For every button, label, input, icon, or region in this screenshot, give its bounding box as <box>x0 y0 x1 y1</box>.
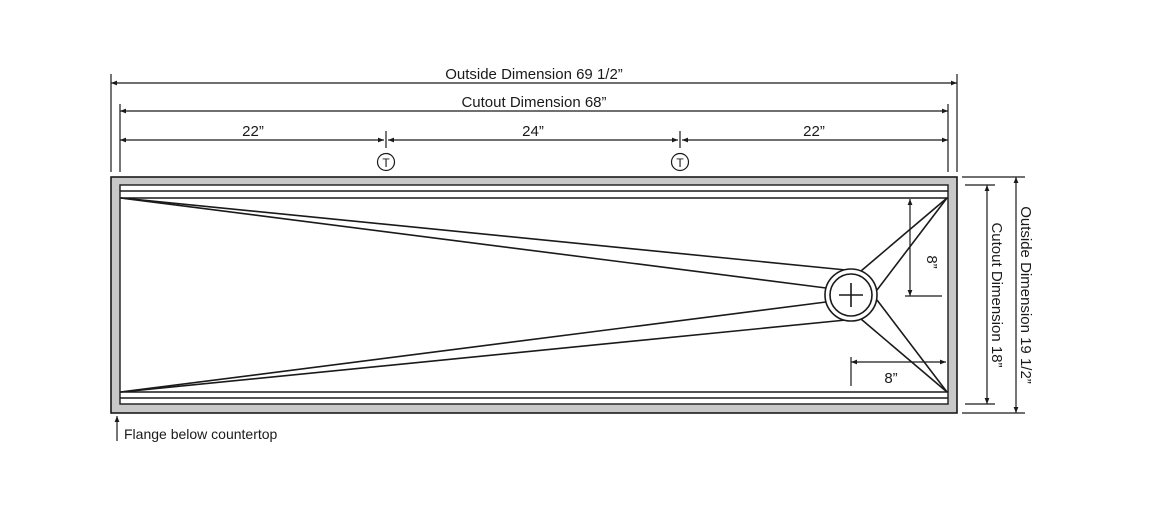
outside-width-dimension: Outside Dimension 69 1/2” <box>110 66 958 172</box>
segment-middle-label: 24” <box>522 123 544 140</box>
outside-depth-dimension: Outside Dimension 19 1/2” <box>962 176 1034 414</box>
cutout-depth-dimension: Cutout Dimension 18” <box>965 184 1005 405</box>
svg-text:T: T <box>676 156 684 170</box>
tap-marker-right: T <box>670 152 690 172</box>
segment-left-label: 22” <box>242 123 264 140</box>
sink-outline <box>110 176 958 414</box>
outside-width-label: Outside Dimension 69 1/2” <box>445 66 623 83</box>
segment-right-label: 22” <box>803 123 825 140</box>
svg-text:8”: 8” <box>923 255 940 268</box>
cutout-width-dimension: Cutout Dimension 68” <box>119 94 949 172</box>
cutout-width-label: Cutout Dimension 68” <box>461 94 606 111</box>
tap-spacing-dimension: 22” 24” 22” T T <box>120 123 948 172</box>
svg-text:Flange below countertop: Flange below countertop <box>124 426 278 442</box>
drain-cross-icon <box>839 283 863 307</box>
svg-text:Outside Dimension 19 1/2”: Outside Dimension 19 1/2” <box>1017 206 1034 384</box>
drain-vertical-offset-dimension: 8” <box>905 199 942 297</box>
drain <box>824 268 878 322</box>
svg-text:T: T <box>382 156 390 170</box>
drain-horizontal-offset-dimension: 8” <box>850 357 946 387</box>
svg-text:8”: 8” <box>884 370 897 387</box>
flange-note: Flange below countertop <box>114 416 278 442</box>
tap-marker-left: T <box>376 152 396 172</box>
svg-text:Cutout Dimension 18”: Cutout Dimension 18” <box>988 222 1005 367</box>
